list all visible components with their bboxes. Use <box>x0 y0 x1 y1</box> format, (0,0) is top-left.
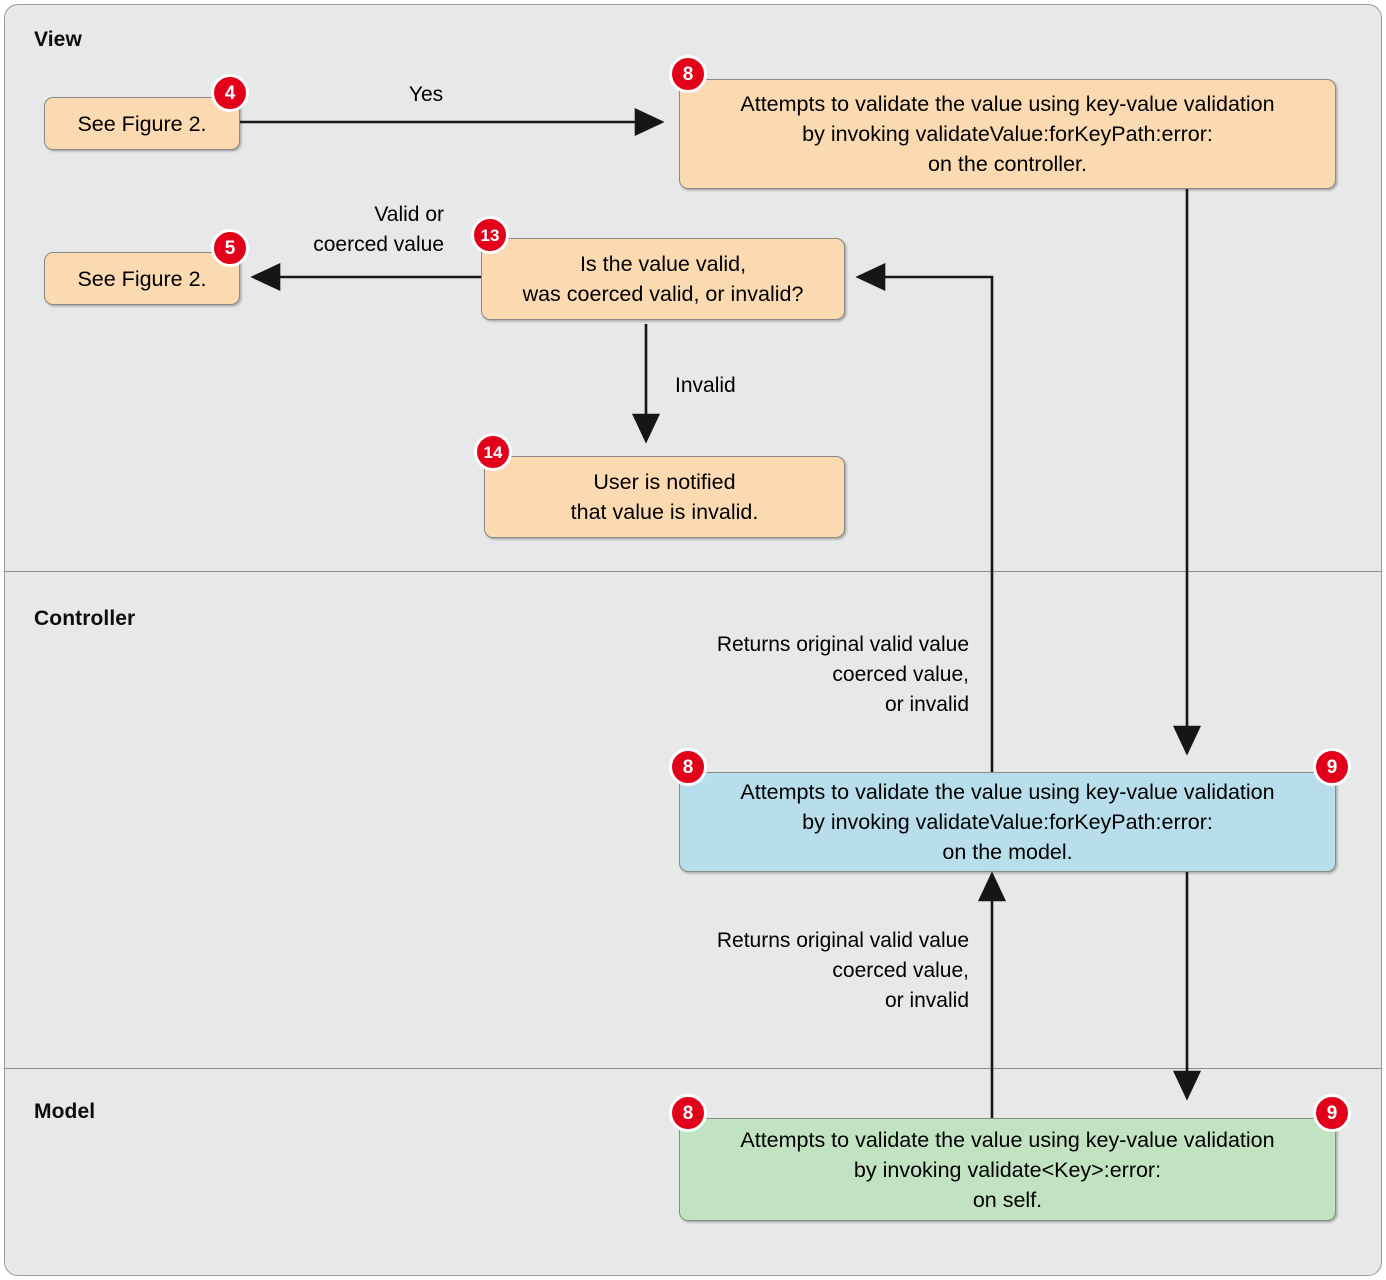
node-value-valid-decision[interactable]: Is the value valid, was coerced valid, o… <box>481 238 845 320</box>
node-user-notified-text: User is notified that value is invalid. <box>570 470 759 524</box>
node-controller-validate[interactable]: Attempts to validate the value using key… <box>679 772 1336 872</box>
node-user-notified[interactable]: User is notified that value is invalid. <box>484 456 845 538</box>
node-see-figure-2-top-text: See Figure 2. <box>77 111 207 136</box>
label-yes: Yes <box>408 83 444 106</box>
node-value-valid-decision-text: Is the value valid, was coerced valid, o… <box>522 252 804 306</box>
node-model-validate[interactable]: Attempts to validate the value using key… <box>679 1118 1336 1221</box>
node-see-figure-2-bottom[interactable]: See Figure 2. <box>44 252 240 305</box>
label-valid-or-coerced-value: Valid or coerced value <box>313 203 444 256</box>
badge-step-14: 14 <box>474 433 512 471</box>
badge-step-8-model: 8 <box>669 1094 707 1132</box>
lane-label-model: Model <box>34 1100 96 1123</box>
lane-label-view: View <box>34 28 82 51</box>
lane-divider-view-controller <box>5 571 1381 572</box>
badge-step-4: 4 <box>211 74 249 112</box>
badge-step-8-controller: 8 <box>669 748 707 786</box>
swimlane-frame <box>4 4 1382 1276</box>
label-model-returns: Returns original valid value coerced val… <box>716 929 969 1012</box>
badge-step-8-view: 8 <box>669 55 707 93</box>
node-see-figure-2-bottom-text: See Figure 2. <box>77 266 207 291</box>
badge-step-5: 5 <box>211 229 249 267</box>
node-model-validate-text: Attempts to validate the value using key… <box>740 1127 1275 1212</box>
node-controller-validate-text: Attempts to validate the value using key… <box>740 780 1275 864</box>
node-view-validate-text: Attempts to validate the value using key… <box>740 92 1275 176</box>
node-see-figure-2-top[interactable]: See Figure 2. <box>44 97 240 150</box>
badge-step-9-controller: 9 <box>1313 748 1351 786</box>
badge-step-9-model: 9 <box>1313 1094 1351 1132</box>
lane-label-controller: Controller <box>34 607 136 630</box>
label-controller-returns: Returns original valid value coerced val… <box>716 633 969 716</box>
badge-step-13: 13 <box>471 216 509 254</box>
lane-divider-controller-model <box>5 1068 1381 1069</box>
node-view-validate[interactable]: Attempts to validate the value using key… <box>679 79 1336 189</box>
label-invalid: Invalid <box>675 374 736 397</box>
